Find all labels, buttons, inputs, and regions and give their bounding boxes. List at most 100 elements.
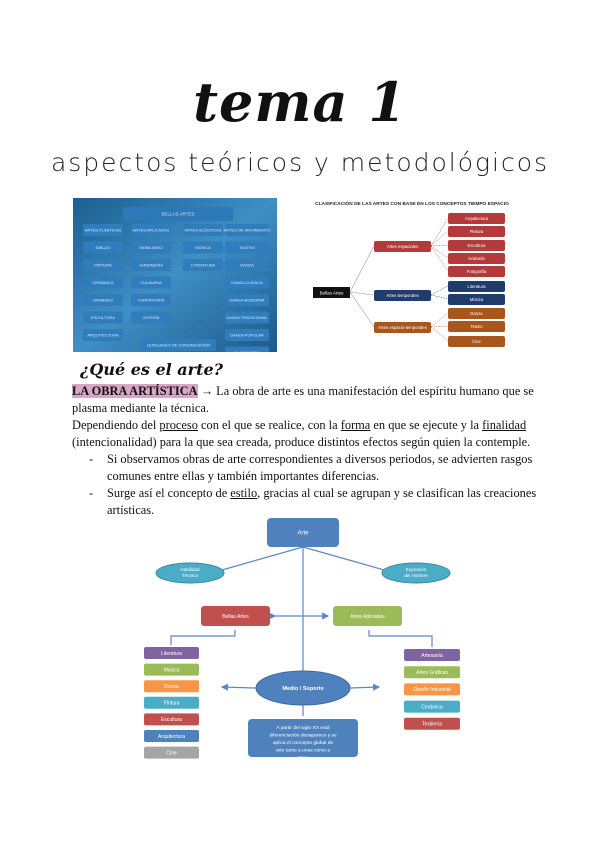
connector — [349, 291, 375, 328]
art-item-label: ARTES PLÁSTICAS — [85, 227, 122, 232]
artes-aplicadas-item-box — [404, 717, 460, 730]
group-label: Artes temporales — [386, 293, 418, 298]
connector — [221, 546, 304, 571]
connector — [430, 325, 449, 328]
category-item-box — [448, 266, 505, 277]
art-item-box — [225, 259, 269, 271]
section-heading: ¿Qué es el arte? — [80, 360, 224, 379]
category-item-label: Arquitectura — [465, 216, 489, 221]
art-item-label: PINTURA — [94, 262, 112, 267]
bellas-artes-item-label: Literatura — [161, 651, 182, 657]
artes-aplicadas-item-box — [404, 649, 460, 661]
category-item-box — [448, 321, 505, 332]
connector — [430, 245, 449, 259]
art-item-box — [83, 241, 123, 254]
connector — [170, 630, 236, 645]
category-item-box — [448, 336, 505, 347]
bellas-artes-item-box — [144, 746, 199, 759]
root-box — [313, 287, 350, 298]
diagram-title: CLASIFICACIÓN DE LAS ARTES CON BASE EN L… — [315, 199, 509, 207]
art-item-label: ARTES APLICADAS — [133, 227, 170, 232]
page-subtitle: aspectos teóricos y metodológicos — [50, 148, 550, 177]
bellas-artes-item-label: Pintura — [164, 701, 180, 707]
art-item-label: ARTES ACÚSTICAS — [184, 227, 221, 232]
bellas-artes-item-box — [144, 730, 199, 742]
bellas-artes-item-box — [144, 647, 199, 659]
bellas-artes-item-box — [144, 663, 199, 676]
connector — [368, 630, 433, 647]
group-label: Artes espacio-temporales — [378, 325, 427, 330]
category-item-label: Pintura — [470, 229, 484, 234]
connector — [349, 291, 375, 296]
connector — [302, 546, 385, 571]
arrow — [220, 683, 257, 691]
art-item-label: CULINARIA — [140, 280, 162, 285]
bullet-item: -Si observamos obras de arte correspondi… — [89, 452, 533, 483]
art-item-box — [83, 329, 123, 341]
art-item-label: CARPINTERÍA — [138, 297, 165, 302]
bellas-artes-item-label: Música — [164, 667, 180, 673]
category-item-label: Grabado — [468, 256, 485, 261]
art-item-box — [131, 259, 171, 271]
artes-aplicadas-item-label: Diseño Industrial — [413, 687, 450, 693]
bellas-artes-item-box — [144, 696, 199, 709]
category-item-label: Música — [470, 297, 484, 302]
category-item-label: Literatura — [467, 284, 486, 289]
root-label: Bellas Artes — [320, 291, 345, 296]
art-item-label: DANZA CLÁSICA — [231, 280, 263, 285]
arte-node-box — [267, 518, 339, 547]
bellas-artes-node-box — [201, 606, 270, 626]
art-item-box — [131, 311, 171, 324]
page-title: tema 1 — [193, 70, 407, 134]
artes-aplicadas-item-label: Artes Gráficas — [416, 670, 448, 676]
artes-aplicadas-item-box — [404, 700, 460, 713]
connector — [349, 245, 375, 293]
art-item-box — [225, 311, 269, 324]
art-item-label: DANZA POPULAR — [230, 332, 264, 337]
bellas-artes-item-label: Cine — [166, 750, 177, 756]
art-item-box — [83, 259, 123, 271]
art-item-box — [225, 224, 269, 236]
definition: La obra de arte es una manifestación del… — [72, 384, 534, 415]
group-box — [374, 290, 431, 301]
art-item-box — [83, 311, 123, 324]
bellas-artes-item-label: Escultura — [161, 717, 182, 723]
connector — [430, 245, 449, 272]
art-item-label: MÚSICA — [195, 245, 211, 250]
category-item-box — [448, 308, 505, 319]
artes-aplicadas-node-box — [333, 606, 402, 626]
art-item-label: DANZA — [240, 262, 254, 267]
connector — [430, 244, 449, 247]
lenguajes-label: LENGUAJES DE COMUNICACIÓN — [147, 342, 210, 347]
bellas-artes-box — [123, 207, 233, 221]
body-text: LA OBRA ARTÍSTICA → La obra de arte es u… — [72, 383, 542, 519]
category-item-box — [448, 240, 505, 251]
bellas-artes-item-label: Danza — [164, 684, 179, 690]
art-item-box — [131, 276, 171, 289]
definition-paragraph: LA OBRA ARTÍSTICA → La obra de arte es u… — [72, 383, 542, 417]
art-item-label: DANZA MODERNA — [230, 297, 265, 302]
note-box — [248, 719, 358, 757]
art-item-label: LITERATURA — [191, 262, 216, 267]
medio-label: Medio / Soporte — [282, 686, 323, 692]
artes-aplicadas-node-label: Artes Aplicadas — [350, 614, 385, 620]
category-item-box — [448, 294, 505, 305]
artes-aplicadas-item-label: Artesanía — [421, 653, 443, 659]
art-item-label: ARQUITECTURA — [87, 332, 119, 337]
image-background — [73, 198, 277, 352]
art-item-box — [225, 294, 269, 306]
paragraph: Dependiendo del proceso con el que se re… — [72, 418, 531, 449]
arrow: → — [200, 384, 214, 398]
connector — [430, 230, 449, 247]
group-box — [374, 241, 431, 252]
expresion-oval — [381, 562, 451, 584]
bellas-artes-label: BELLAS ARTES — [162, 212, 195, 217]
art-item-box — [83, 224, 123, 236]
art-item-box — [131, 294, 171, 306]
classification-diagram: CLASIFICACIÓN DE LAS ARTES CON BASE EN L… — [313, 199, 509, 347]
category-item-box — [448, 226, 505, 237]
art-item-box — [225, 346, 269, 352]
